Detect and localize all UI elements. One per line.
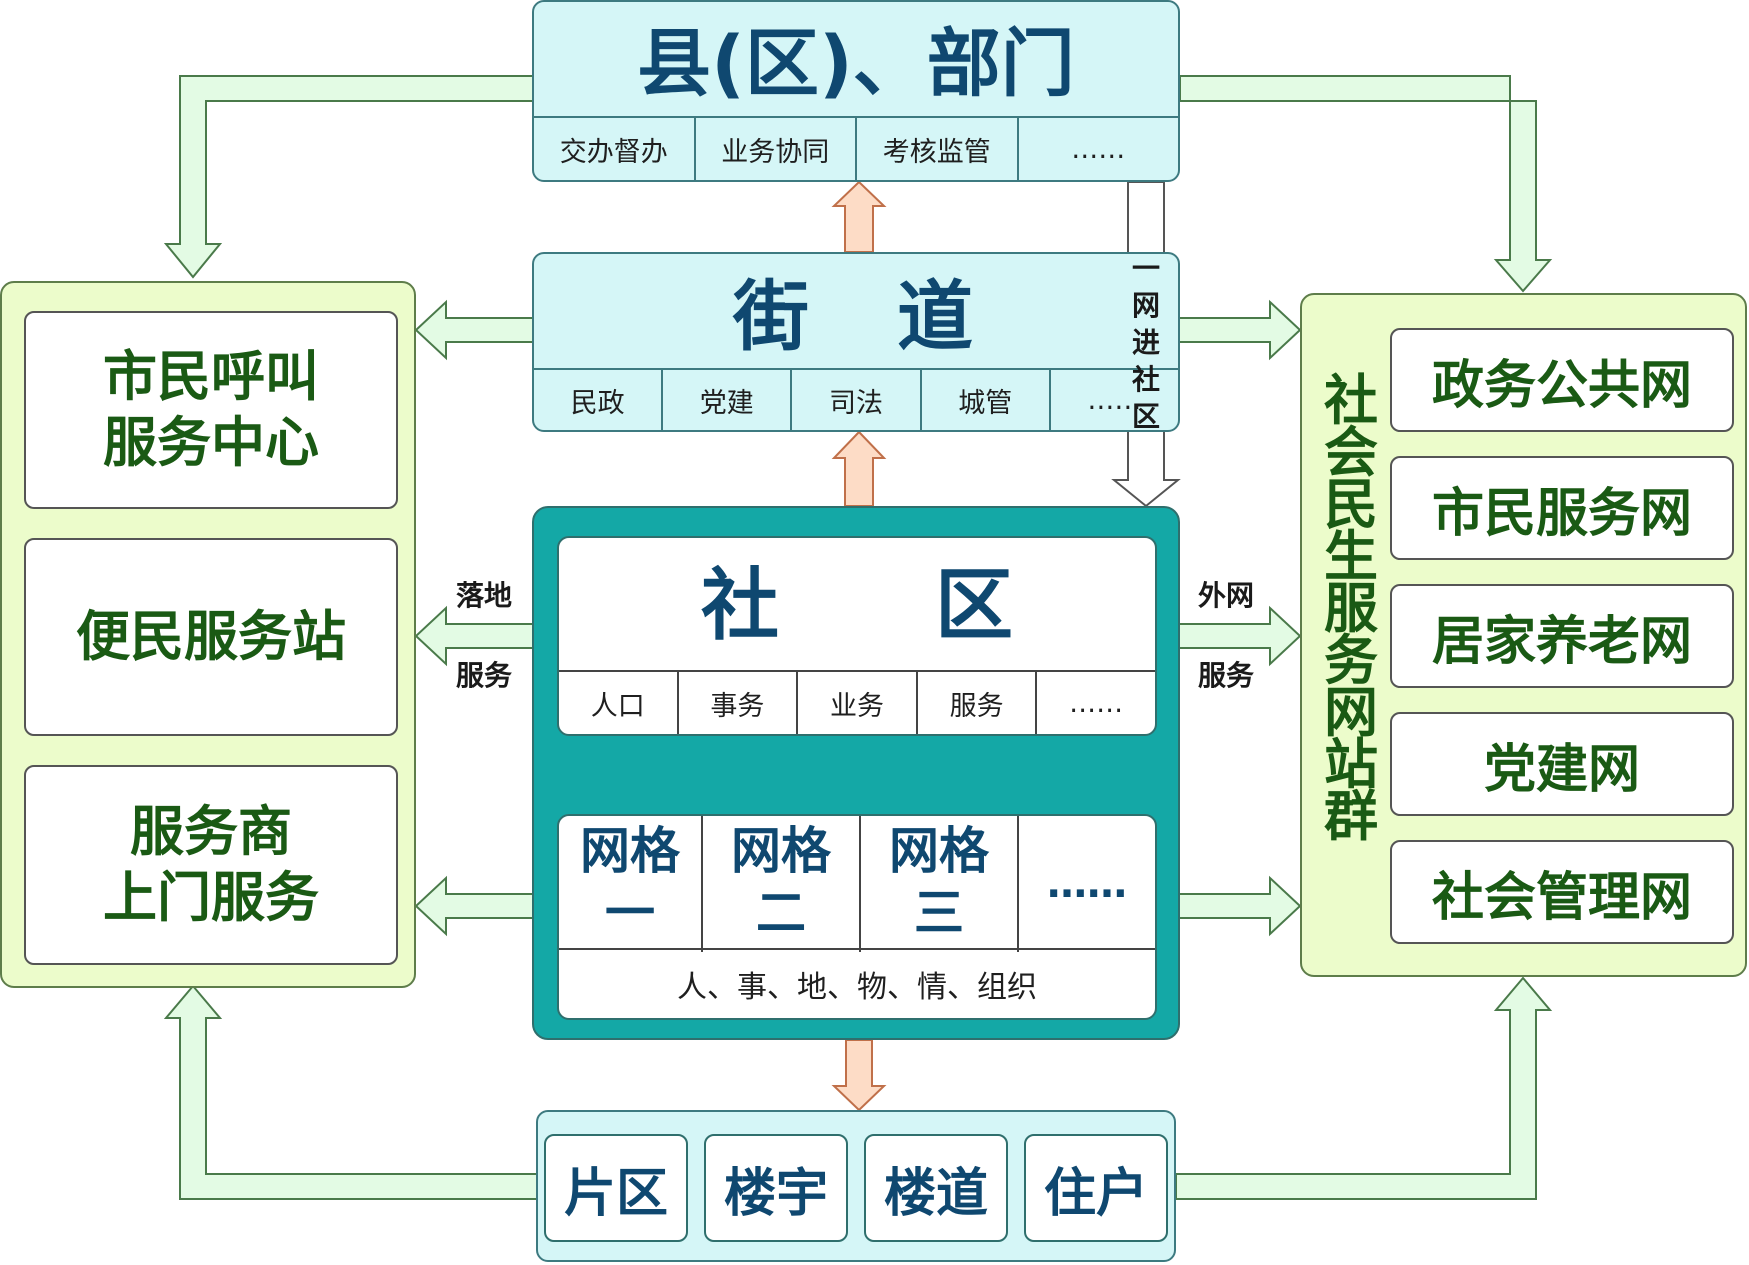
grid-name: 网格: [580, 822, 680, 880]
one-network-label: 一网进社区: [1126, 250, 1166, 435]
community-tab: 事务: [676, 672, 797, 734]
left-card-line: 服务商: [130, 800, 292, 863]
vertical-char: 区: [1131, 400, 1160, 433]
bottom-item: 楼道: [864, 1134, 1008, 1242]
right-label-top: 外网: [1198, 579, 1255, 612]
vertical-char: 生: [1324, 525, 1378, 588]
grid-row: 网格 一 网格 二 网格 三 ……: [559, 816, 1155, 952]
left-label-top: 落地: [456, 579, 513, 612]
community-tab: 业务: [796, 672, 916, 734]
county-tabs: 交办督办 业务协同 考核监管 ……: [534, 116, 1178, 180]
right-card-label: 党建网: [1483, 739, 1640, 800]
grid-number: 二: [756, 884, 806, 942]
vertical-char: 网: [1324, 681, 1378, 744]
street-tab: 民政: [570, 387, 625, 419]
arrow-grid-to-left: [414, 875, 535, 937]
bottom-item: 片区: [544, 1134, 688, 1242]
vertical-char: 一: [1131, 252, 1160, 285]
vertical-char: 站: [1324, 733, 1378, 796]
vertical-char: 社: [1324, 369, 1378, 432]
vertical-char: 进: [1131, 326, 1160, 359]
vertical-char: 服: [1324, 577, 1378, 640]
vertical-char: 务: [1324, 629, 1378, 692]
county-box: 县(区)、部门 交办督办 业务协同 考核监管 ……: [532, 0, 1180, 182]
bottom-box: 片区 楼宇 楼道 住户: [536, 1110, 1176, 1262]
right-card-label: 居家养老网: [1431, 611, 1692, 672]
grid-box: 网格 一 网格 二 网格 三 …… 人、事、地、物、情、组织: [557, 814, 1157, 1020]
grid-number: 一: [605, 884, 655, 942]
left-card-line: 上门服务: [103, 866, 319, 929]
right-card: 居家养老网: [1390, 584, 1734, 688]
left-panel: 市民呼叫 服务中心 便民服务站 服务商 上门服务: [0, 281, 416, 988]
right-card-label: 市民服务网: [1431, 483, 1692, 544]
left-card-line: 市民呼叫: [103, 345, 319, 408]
left-label-bottom: 服务: [456, 659, 513, 692]
vertical-char: 网: [1131, 289, 1160, 322]
bottom-item: 住户: [1024, 1134, 1168, 1242]
bottom-item-label: 住户: [1043, 1163, 1148, 1224]
grid-cell: 网格 一: [559, 816, 703, 952]
right-card: 市民服务网: [1390, 456, 1734, 560]
community-container: 社 区 人口 事务 业务 服务 …… 网格 一 网格 二 网格 三 ……: [532, 506, 1180, 1040]
vertical-char: 会: [1324, 421, 1378, 484]
community-box: 社 区 人口 事务 业务 服务 ……: [557, 536, 1157, 736]
arrow-street-to-left: [414, 299, 535, 361]
community-title: 社 区: [700, 561, 1013, 651]
arrow-street-to-right: [1175, 299, 1302, 361]
arrow-grid-to-bottom: [831, 1039, 887, 1112]
county-tab: 业务协同: [693, 118, 856, 180]
arrow-community-to-right: [1175, 605, 1302, 667]
right-card-label: 社会管理网: [1431, 867, 1692, 928]
grid-name: 网格: [889, 822, 989, 880]
arrow-county-to-left: [163, 75, 535, 279]
arrow-bottom-to-left: [163, 984, 539, 1200]
grid-cell: 网格 二: [703, 816, 861, 952]
right-panel-title: 社会民生服务网站群: [1316, 369, 1386, 848]
street-tabs: 民政 党建 司法 城管 ……: [534, 368, 1178, 430]
bottom-item: 楼宇: [704, 1134, 848, 1242]
arrow-grid-to-right: [1175, 875, 1302, 937]
left-card-call-center: 市民呼叫 服务中心: [24, 311, 398, 509]
street-tab: ……: [1048, 370, 1178, 430]
grid-more: ……: [1047, 861, 1127, 907]
street-tab: 党建: [661, 370, 790, 430]
bottom-item-label: 片区: [563, 1163, 668, 1224]
street-box: 街 道 民政 党建 司法 城管 ……: [532, 252, 1180, 432]
right-label-bottom: 服务: [1198, 659, 1255, 692]
county-tab: 交办督办: [559, 136, 668, 168]
grid-elements: 人、事、地、物、情、组织: [559, 948, 1155, 1018]
street-tab: 城管: [919, 370, 1049, 430]
community-tabs: 人口 事务 业务 服务 ……: [559, 670, 1155, 734]
vertical-char: 群: [1324, 785, 1378, 848]
arrow-community-to-street: [831, 430, 887, 507]
vertical-char: 民: [1324, 473, 1378, 536]
community-tab: 人口: [590, 690, 645, 722]
bottom-item-label: 楼宇: [723, 1163, 828, 1224]
community-tab: ……: [1035, 672, 1155, 734]
county-tab: 考核监管: [855, 118, 1017, 180]
right-card: 政务公共网: [1390, 328, 1734, 432]
left-card-service-station: 便民服务站: [24, 538, 398, 736]
grid-cell: ……: [1019, 816, 1155, 952]
left-card-door-service: 服务商 上门服务: [24, 765, 398, 965]
right-card: 党建网: [1390, 712, 1734, 816]
bottom-item-label: 楼道: [883, 1163, 988, 1224]
community-tab: 服务: [915, 672, 1036, 734]
arrow-county-to-right: [1179, 75, 1553, 293]
arrow-bottom-to-right: [1175, 976, 1553, 1200]
county-tab: ……: [1016, 118, 1179, 180]
left-card-line: 便民服务站: [76, 605, 346, 668]
grid-number: 三: [914, 884, 964, 942]
right-card: 社会管理网: [1390, 840, 1734, 944]
vertical-char: 社: [1131, 363, 1160, 396]
left-card-line: 服务中心: [103, 411, 319, 474]
street-tab: 司法: [790, 370, 919, 430]
arrow-street-to-county: [831, 180, 887, 253]
right-card-label: 政务公共网: [1431, 355, 1692, 416]
county-title: 县(区)、部门: [637, 21, 1075, 107]
street-title: 街 道: [733, 272, 979, 361]
arrow-community-to-left: [414, 605, 535, 667]
grid-cell: 网格 三: [861, 816, 1019, 952]
grid-name: 网格: [731, 822, 831, 880]
